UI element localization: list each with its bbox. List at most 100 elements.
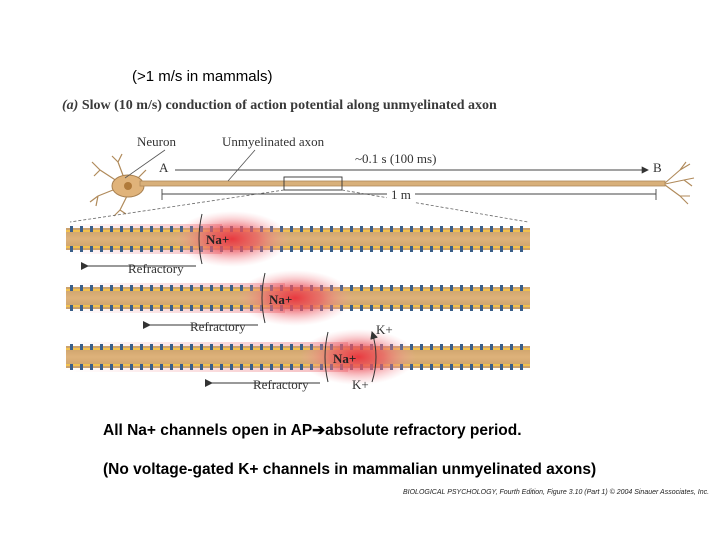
na-channel [90, 226, 93, 232]
na-channel [440, 364, 443, 370]
neuron-illustration [89, 153, 147, 217]
figure-title-text: Slow (10 m/s) conduction of action poten… [81, 98, 497, 113]
na-channel [110, 285, 113, 291]
na-channel [180, 305, 183, 311]
na-channel [130, 226, 133, 232]
na-channel [140, 285, 143, 291]
na-channel [510, 226, 513, 232]
na-channel [470, 344, 473, 350]
na-channel [80, 226, 83, 232]
na-channel [220, 305, 223, 311]
figure-title: (a) Slow (10 m/s) conduction of action p… [62, 98, 497, 114]
na-channel [80, 285, 83, 291]
na-channel [440, 305, 443, 311]
na-channel [290, 246, 293, 252]
na-channel [390, 226, 393, 232]
na-channel [150, 226, 153, 232]
na-channel [240, 364, 243, 370]
na-channel [140, 364, 143, 370]
na-channel [70, 246, 73, 252]
na-channel [490, 344, 493, 350]
na-channel [190, 305, 193, 311]
na-channel [370, 285, 373, 291]
na-channel [140, 246, 143, 252]
na-channel [230, 305, 233, 311]
na-channel [90, 285, 93, 291]
na-channel [440, 226, 443, 232]
refractory-statement: All Na+ channels open in AP➔absolute ref… [103, 421, 522, 440]
na-channel [200, 364, 203, 370]
na-channel [90, 246, 93, 252]
na-channel [460, 285, 463, 291]
na-channel [370, 246, 373, 252]
na-channel [170, 226, 173, 232]
strip-1-membrane-top [66, 230, 530, 232]
na-channel [400, 285, 403, 291]
na-channel [110, 246, 113, 252]
statement-suffix: absolute refractory period. [325, 422, 522, 439]
na-channel [300, 246, 303, 252]
na-channel [440, 246, 443, 252]
na-channel [360, 305, 363, 311]
na-channel [400, 246, 403, 252]
na-channel [200, 305, 203, 311]
na-label-1: Na+ [206, 232, 230, 247]
strip-1-current-loop [198, 213, 203, 265]
zoom-box [283, 176, 343, 191]
na-channel [390, 305, 393, 311]
na-channel [400, 226, 403, 232]
na-channel [340, 246, 343, 252]
na-channel [420, 364, 423, 370]
na-channel [520, 305, 523, 311]
na-channel [430, 344, 433, 350]
point-a-label: A [159, 160, 169, 175]
na-channel [420, 246, 423, 252]
na-channel [360, 226, 363, 232]
na-channel [520, 226, 523, 232]
na-channel [310, 246, 313, 252]
na-channel [210, 305, 213, 311]
na-channel [190, 285, 193, 291]
na-channel [250, 364, 253, 370]
na-channel [300, 344, 303, 350]
na-channel [490, 305, 493, 311]
na-channel [70, 285, 73, 291]
refractory-label-3: Refractory [253, 377, 309, 392]
na-channel [450, 246, 453, 252]
na-channel [170, 364, 173, 370]
na-channel [480, 344, 483, 350]
na-channel [110, 344, 113, 350]
na-channel [470, 285, 473, 291]
na-channel [90, 364, 93, 370]
na-channel [290, 344, 293, 350]
na-channel [320, 226, 323, 232]
na-channel [100, 226, 103, 232]
na-channel [150, 305, 153, 311]
na-channel [370, 226, 373, 232]
na-channel [120, 226, 123, 232]
refractory-label-1: Refractory [128, 261, 184, 276]
na-channel [170, 285, 173, 291]
na-channel [240, 344, 243, 350]
k-channel-note: (No voltage-gated K+ channels in mammali… [103, 461, 597, 478]
na-channel [500, 246, 503, 252]
na-channel [130, 246, 133, 252]
na-channel [470, 305, 473, 311]
na-channel [340, 226, 343, 232]
na-channel [190, 344, 193, 350]
na-channel [280, 344, 283, 350]
na-channel [80, 246, 83, 252]
na-channel [160, 285, 163, 291]
na-channel [100, 364, 103, 370]
na-channel [410, 305, 413, 311]
na-channel [360, 285, 363, 291]
strip-3-membrane-bottom [66, 364, 530, 366]
k-label-top: K+ [376, 322, 393, 337]
na-channel [450, 305, 453, 311]
na-channel [300, 364, 303, 370]
na-channel [460, 226, 463, 232]
na-channel [430, 305, 433, 311]
na-channel [100, 285, 103, 291]
na-channel [440, 344, 443, 350]
